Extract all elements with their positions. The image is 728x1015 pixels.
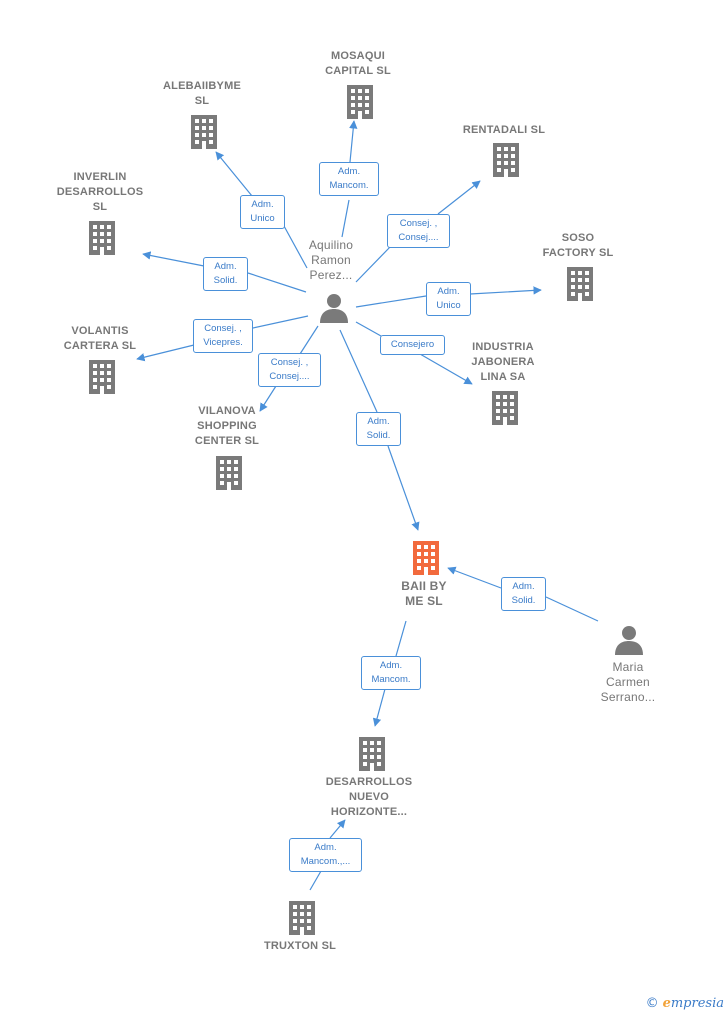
connector-e-desarrollos [375, 620, 407, 726]
edge-label-inverlin[interactable]: Adm. Solid. [203, 257, 248, 291]
building-icon [189, 114, 219, 150]
brand-name: mpresia [670, 996, 724, 1011]
connector-e-inverlin [143, 254, 307, 293]
connector-e-industria [355, 321, 472, 384]
node-label-industria: INDUSTRIA JABONERA LINA SA [471, 341, 535, 383]
building-icon [345, 84, 375, 120]
node-label-mosaqui: MOSAQUI CAPITAL SL [325, 50, 391, 77]
edge-label-maria[interactable]: Adm. Solid. [501, 577, 546, 611]
node-label-vilanova: VILANOVA SHOPPING CENTER SL [194, 405, 260, 447]
building-icon [287, 900, 317, 936]
person-icon [318, 292, 350, 324]
node-label-rentadali: RENTADALI SL [462, 124, 546, 136]
edge-label-vilanova[interactable]: Consej. , Consej.... [258, 353, 321, 387]
connector-e-baii [339, 329, 418, 530]
connector-e-mosaqui [341, 121, 354, 238]
node-label-maria: Maria Carmen Serrano... [600, 660, 656, 704]
connector-e-maria [448, 568, 599, 622]
node-label-aquilino: Aquilino Ramon Perez... [308, 238, 354, 282]
empresia-logo: ©empresia [646, 996, 724, 1011]
copyright-symbol: © [645, 996, 659, 1011]
node-label-volantis: VOLANTIS CARTERA SL [63, 325, 137, 352]
building-icon [214, 455, 244, 491]
edge-label-mosaqui[interactable]: Adm. Mancom. [319, 162, 379, 196]
edge-label-baii[interactable]: Adm. Solid. [356, 412, 401, 446]
connector-e-truxton [309, 820, 345, 891]
edge-label-industria[interactable]: Consejero [380, 335, 445, 355]
building-icon [491, 142, 521, 178]
edge-label-volantis[interactable]: Consej. , Vicepres. [193, 319, 253, 353]
node-label-soso: SOSO FACTORY SL [542, 232, 614, 259]
building-icon [87, 220, 117, 256]
edge-label-alebaiibyme[interactable]: Adm. Unico [240, 195, 285, 229]
connector-e-alebaiibyme [216, 152, 308, 269]
connector-e-volantis [137, 315, 309, 359]
node-label-baii: BAII BY ME SL [401, 579, 447, 608]
node-label-truxton: TRUXTON SL [263, 940, 337, 952]
building-icon [357, 736, 387, 772]
building-icon [565, 266, 595, 302]
node-label-alebaiibyme: ALEBAIIBYME SL [163, 80, 241, 107]
connector-e-rentadali [355, 181, 480, 283]
edge-label-desarrollos[interactable]: Adm. Mancom. [361, 656, 421, 690]
building-icon [87, 359, 117, 395]
focus-building-icon [411, 540, 441, 576]
building-icon [490, 390, 520, 426]
edge-label-truxton[interactable]: Adm. Mancom.,... [289, 838, 362, 872]
node-label-desarrollos: DESARROLLOS NUEVO HORIZONTE... [325, 776, 413, 818]
node-label-inverlin: INVERLIN DESARROLLOS SL [56, 171, 144, 213]
edge-label-rentadali[interactable]: Consej. , Consej.... [387, 214, 450, 248]
brand-letter: e [662, 996, 671, 1011]
connector-e-vilanova [260, 325, 319, 411]
person-icon [613, 624, 645, 656]
connector-e-soso [355, 290, 541, 308]
edge-label-soso[interactable]: Adm. Unico [426, 282, 471, 316]
